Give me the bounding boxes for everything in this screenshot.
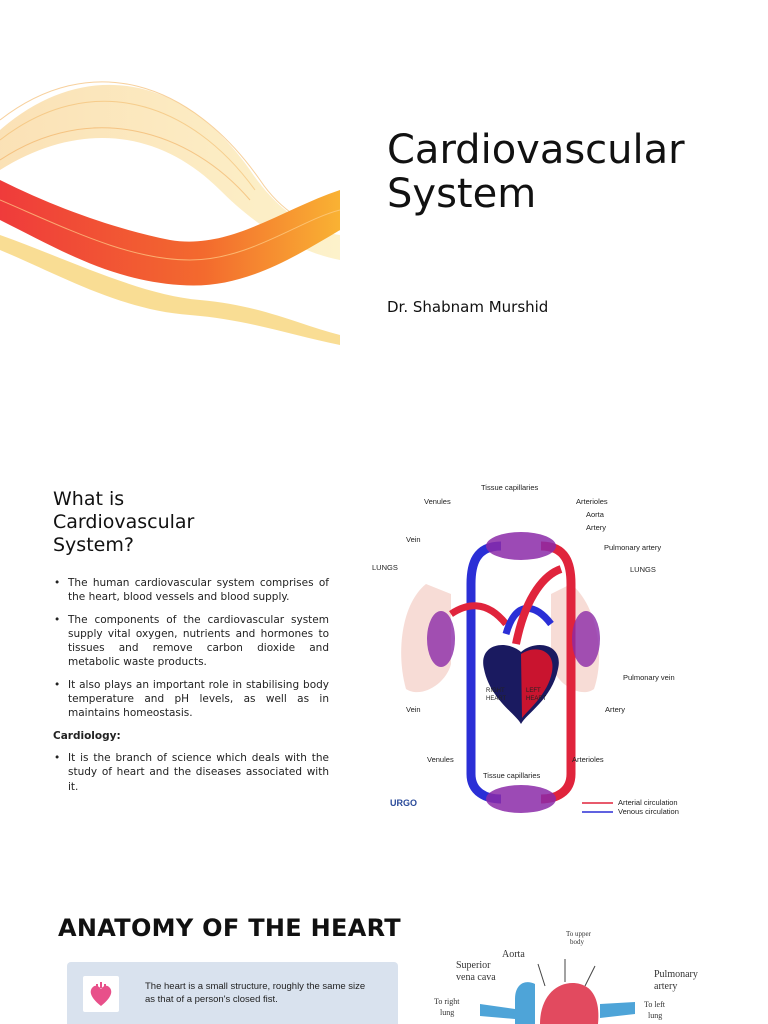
label-vein-bottom: Vein — [406, 705, 421, 714]
label-artery-bottom: Artery — [605, 705, 625, 714]
title-line-1: What is — [53, 488, 125, 510]
vena-cava-shape — [515, 982, 535, 1024]
label-superior-2: vena cava — [456, 972, 496, 983]
bullet-list-2: It is the branch of science which deals … — [53, 751, 329, 794]
label-to-upper-body-2: body — [570, 938, 585, 946]
brand-logo-text: URGO — [390, 798, 417, 808]
label-aorta: Aorta — [586, 510, 605, 519]
label-arterioles-top: Arterioles — [576, 497, 608, 506]
arrow-lines — [537, 959, 596, 987]
label-left-heart-1: LEFT — [526, 688, 541, 694]
bullet-item: The human cardiovascular system comprise… — [53, 576, 329, 605]
label-right-heart-1: RIGHT — [486, 688, 505, 694]
aorta-vessel — [512, 565, 563, 645]
anatomy-slide: ANATOMY OF THE HEART The heart is a smal… — [0, 884, 768, 1024]
author-name: Dr. Shabnam Murshid — [387, 298, 549, 316]
bullet-item: It also plays an important role in stabi… — [53, 678, 329, 721]
legend-venous-label: Venous circulation — [618, 807, 679, 816]
label-to-left-1: To left — [644, 1000, 666, 1009]
pulmonary-vein-vessel — [449, 602, 509, 627]
bullet-item: It is the branch of science which deals … — [53, 751, 329, 794]
label-aorta: Aorta — [502, 949, 525, 960]
label-pulmonary-1: Pulmonary — [654, 969, 698, 980]
title-slide: Cardiovascular System Dr. Shabnam Murshi… — [0, 0, 768, 432]
label-to-right-1: To right — [434, 997, 460, 1006]
label-to-right-2: lung — [440, 1008, 454, 1017]
bullet-item: The components of the cardiovascular sys… — [53, 613, 329, 670]
definition-slide: What is Cardiovascular System? The human… — [0, 442, 768, 874]
slide-title: What is Cardiovascular System? — [53, 488, 263, 557]
label-superior-1: Superior — [456, 960, 491, 971]
capillary-bed-left-lung — [427, 611, 455, 667]
title-line-2: Cardiovascular — [53, 511, 195, 533]
bullet-list: The human cardiovascular system comprise… — [53, 576, 329, 721]
label-to-left-2: lung — [648, 1011, 662, 1020]
legend-arterial-label: Arterial circulation — [618, 798, 678, 807]
capillary-bed-bottom — [486, 785, 556, 813]
label-artery-top: Artery — [586, 523, 606, 532]
presentation-title: Cardiovascular System — [387, 128, 747, 216]
heart-icon-tile — [83, 976, 119, 1012]
label-left-heart-2: HEART — [526, 696, 547, 702]
circulation-diagram: Tissue capillaries Venules Arterioles Ao… — [372, 483, 679, 816]
capillary-bed-right-lung — [572, 611, 600, 667]
info-card: The heart is a small structure, roughly … — [67, 962, 398, 1024]
card-text: The heart is a small structure, roughly … — [145, 981, 366, 1005]
label-pulmonary-2: artery — [654, 981, 677, 992]
title-line-1: Cardiovascular — [387, 127, 685, 173]
label-pulmonary-artery: Pulmonary artery — [604, 543, 661, 552]
capillary-bed-top — [486, 532, 556, 560]
decorative-waves — [0, 81, 340, 345]
label-venules-top: Venules — [424, 497, 451, 506]
title-line-2: System — [387, 171, 537, 217]
label-lungs-left: LUNGS — [372, 563, 398, 572]
label-tissue-capillaries-bottom: Tissue capillaries — [483, 771, 540, 780]
label-right-heart-2: HEART — [486, 696, 507, 702]
label-venules-bottom: Venules — [427, 755, 454, 764]
title-line-3: System? — [53, 534, 134, 556]
label-lungs-right: LUNGS — [630, 565, 656, 574]
right-pulmonary-shape — [480, 1004, 515, 1019]
slide-title: ANATOMY OF THE HEART — [58, 914, 401, 942]
left-pulmonary-shape — [600, 1002, 635, 1018]
label-pulmonary-vein: Pulmonary vein — [623, 673, 675, 682]
heart-icon — [90, 982, 112, 1006]
heart-anatomy-diagram: To upper body Aorta Superior vena cava P… — [434, 930, 698, 1024]
left-heart-shape — [521, 649, 553, 718]
label-arterioles-bottom: Arterioles — [572, 755, 604, 764]
subheading: Cardiology: — [53, 729, 121, 742]
label-tissue-capillaries-top: Tissue capillaries — [481, 483, 538, 492]
aortic-arch-shape — [540, 983, 599, 1024]
slide-body: The human cardiovascular system comprise… — [53, 576, 329, 802]
label-vein-top: Vein — [406, 535, 421, 544]
label-to-upper-body-1: To upper — [566, 930, 592, 938]
